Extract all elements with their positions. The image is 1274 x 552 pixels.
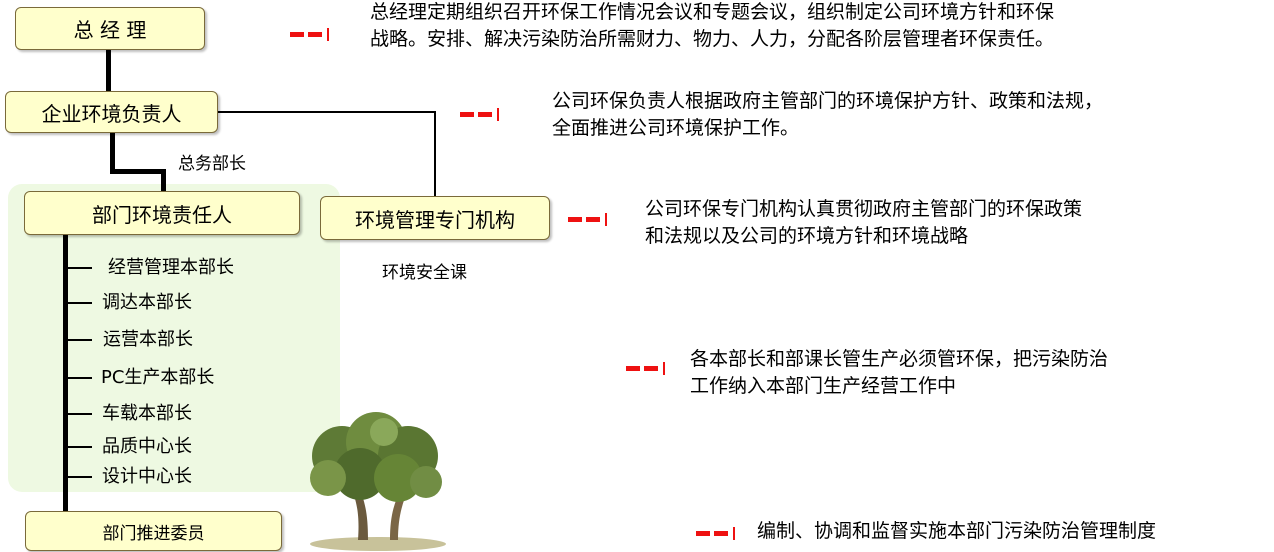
tick: [66, 476, 92, 478]
promoter-box: 部门推进委员: [25, 511, 282, 551]
env-org-label: 环境管理专门机构: [355, 207, 515, 232]
department-item: 运营本部长: [103, 329, 193, 350]
dept-head-box: 部门环境责任人: [24, 191, 300, 235]
note-line: 全面推进公司环境保护工作。: [552, 117, 800, 139]
note-departments: 各本部长和部课长管生产必须管环保，把污染防治 工作纳入本部门生产经营工作中: [690, 346, 1108, 400]
red-dash-marker: [696, 527, 735, 540]
note-line: 各本部长和部课长管生产必须管环保，把污染防治: [690, 348, 1109, 370]
note-line: 战略。安排、解决污染防治所需财力、物力、人力，分配各阶层管理者环保责任。: [370, 28, 1055, 50]
env-head-box: 企业环境负责人: [5, 91, 218, 133]
department-item: 调达本部长: [102, 292, 192, 313]
general-manager-label: 总 经 理: [73, 18, 147, 42]
general-affairs-label: 总务部长: [178, 154, 246, 174]
department-item: 车载本部长: [102, 403, 192, 424]
department-item: 经营管理本部长: [108, 257, 234, 278]
dept-head-label: 部门环境责任人: [92, 202, 232, 227]
connector-head-to-org-h: [218, 111, 436, 113]
red-dash-marker: [626, 362, 665, 375]
tick: [66, 377, 92, 379]
tree-illustration: [310, 412, 446, 551]
connector-gm-to-head: [106, 50, 111, 92]
env-org-box: 环境管理专门机构: [320, 196, 550, 240]
env-head-label: 企业环境负责人: [41, 101, 182, 126]
tick: [66, 339, 92, 341]
safety-section-label: 环境安全课: [382, 263, 467, 283]
department-item: 品质中心长: [102, 436, 192, 457]
note-general-manager: 总经理定期组织召开环保工作情况会议和专题会议，组织制定公司环境方针和环保 战略。…: [370, 0, 1054, 53]
note-line: 和法规以及公司的环境方针和环境战略: [645, 225, 969, 247]
connector-head-to-org-v: [434, 111, 436, 197]
note-line: 公司环保专门机构认真贯彻政府主管部门的环保政策: [645, 198, 1083, 220]
connector-elbow: [110, 169, 166, 174]
general-manager-box: 总 经 理: [15, 7, 205, 50]
connector-dept-spine: [63, 234, 68, 514]
note-line: 总经理定期组织召开环保工作情况会议和专题会议，组织制定公司环境方针和环保: [370, 1, 1055, 23]
tick: [66, 446, 92, 448]
note-line: 编制、协调和监督实施本部门污染防治管理制度: [757, 520, 1157, 542]
red-dash-marker: [460, 108, 499, 121]
department-item: PC生产本部长: [101, 367, 215, 388]
promoter-label: 部门推进委员: [102, 523, 205, 544]
tick: [66, 267, 92, 269]
connector-elbow-down: [161, 169, 166, 191]
note-line: 工作纳入本部门生产经营工作中: [690, 375, 957, 397]
connector-head-to-dept: [110, 132, 115, 174]
note-env-head: 公司环保负责人根据政府主管部门的环境保护方针、政策和法规， 全面推进公司环境保护…: [552, 88, 1103, 142]
tick: [66, 413, 92, 415]
note-line: 公司环保负责人根据政府主管部门的环境保护方针、政策和法规，: [552, 90, 1104, 112]
red-dash-marker: [290, 28, 329, 41]
note-env-org: 公司环保专门机构认真贯彻政府主管部门的环保政策 和法规以及公司的环境方针和环境战…: [645, 196, 1082, 250]
note-promoter: 编制、协调和监督实施本部门污染防治管理制度: [757, 518, 1156, 545]
department-item: 设计中心长: [102, 466, 192, 487]
tick: [66, 302, 92, 304]
red-dash-marker: [568, 213, 607, 226]
